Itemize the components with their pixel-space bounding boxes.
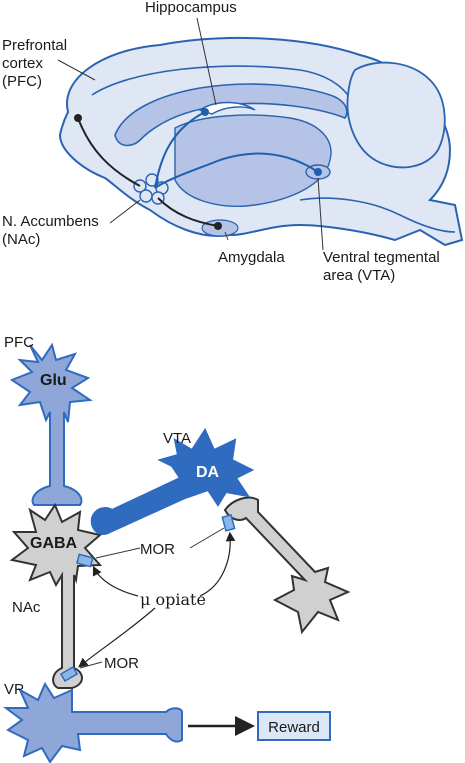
opiate-arrow-to-gray-receptor: [199, 531, 236, 597]
vta-da-neuron: [90, 427, 255, 536]
pathway-hippocampus: [154, 111, 206, 189]
label-mor-lower: MOR: [104, 655, 139, 672]
label-reward: Reward: [268, 719, 320, 736]
label-da: DA: [196, 464, 220, 481]
gray-target-neuron: [223, 496, 351, 635]
brain-leader-lines: [57, 17, 324, 251]
corpus-callosum: [114, 83, 348, 147]
amygdala-dot: [214, 222, 222, 230]
mor-upper-leader-right: [189, 527, 225, 549]
label-nac-2: (NAc): [2, 231, 40, 248]
label-pfc-1: Prefrontal: [2, 37, 67, 54]
label-vta-2: area (VTA): [323, 267, 395, 284]
label-mu-opiate: μ opiate: [140, 590, 206, 609]
mor-receptor-gray-neuron: [221, 514, 236, 532]
label-pfc-2: cortex: [2, 55, 43, 72]
label-nac-1: N. Accumbens: [2, 213, 99, 230]
brain-sagittal-section: [58, 37, 464, 247]
label-amygdala: Amygdala: [218, 249, 285, 266]
pathway-vta-to-hippocampus: [154, 152, 319, 189]
pathway-pfc-to-nac: [77, 117, 141, 187]
label-vta: VTA: [163, 430, 191, 447]
label-hippocampus: Hippocampus: [145, 0, 237, 16]
vta-dot: [314, 168, 322, 176]
hippocampus-shape: [198, 101, 256, 115]
brainstem: [299, 197, 456, 233]
label-mor-upper: MOR: [140, 541, 175, 558]
hippocampus-dot: [201, 108, 209, 116]
label-vta-1: Ventral tegmental: [323, 249, 440, 266]
label-vp: VP: [4, 681, 24, 698]
mor-receptor-nac: [76, 553, 94, 568]
cerebellum: [346, 61, 446, 169]
label-gaba: GABA: [30, 535, 78, 552]
vp-neuron: [2, 681, 183, 763]
cortex-inner-fold: [91, 65, 356, 111]
opiate-arrow-to-terminal: [78, 607, 156, 668]
pfc-glu-neuron: [9, 342, 93, 506]
reward-box: [257, 711, 331, 741]
mor-receptor-axon-terminal: [59, 666, 79, 682]
thalamus-region: [174, 114, 332, 207]
label-pfc: PFC: [4, 334, 34, 351]
label-glu: Glu: [40, 372, 67, 389]
mor-upper-leader-left: [95, 547, 141, 559]
nac-gaba-neuron: [9, 502, 103, 689]
opiate-arrow-to-nac-receptor: [92, 565, 139, 597]
label-nac: NAc: [12, 599, 41, 616]
pathway-nac-to-amygdala: [157, 197, 219, 227]
label-pfc-3: (PFC): [2, 73, 42, 90]
pfc-dot: [74, 114, 82, 122]
